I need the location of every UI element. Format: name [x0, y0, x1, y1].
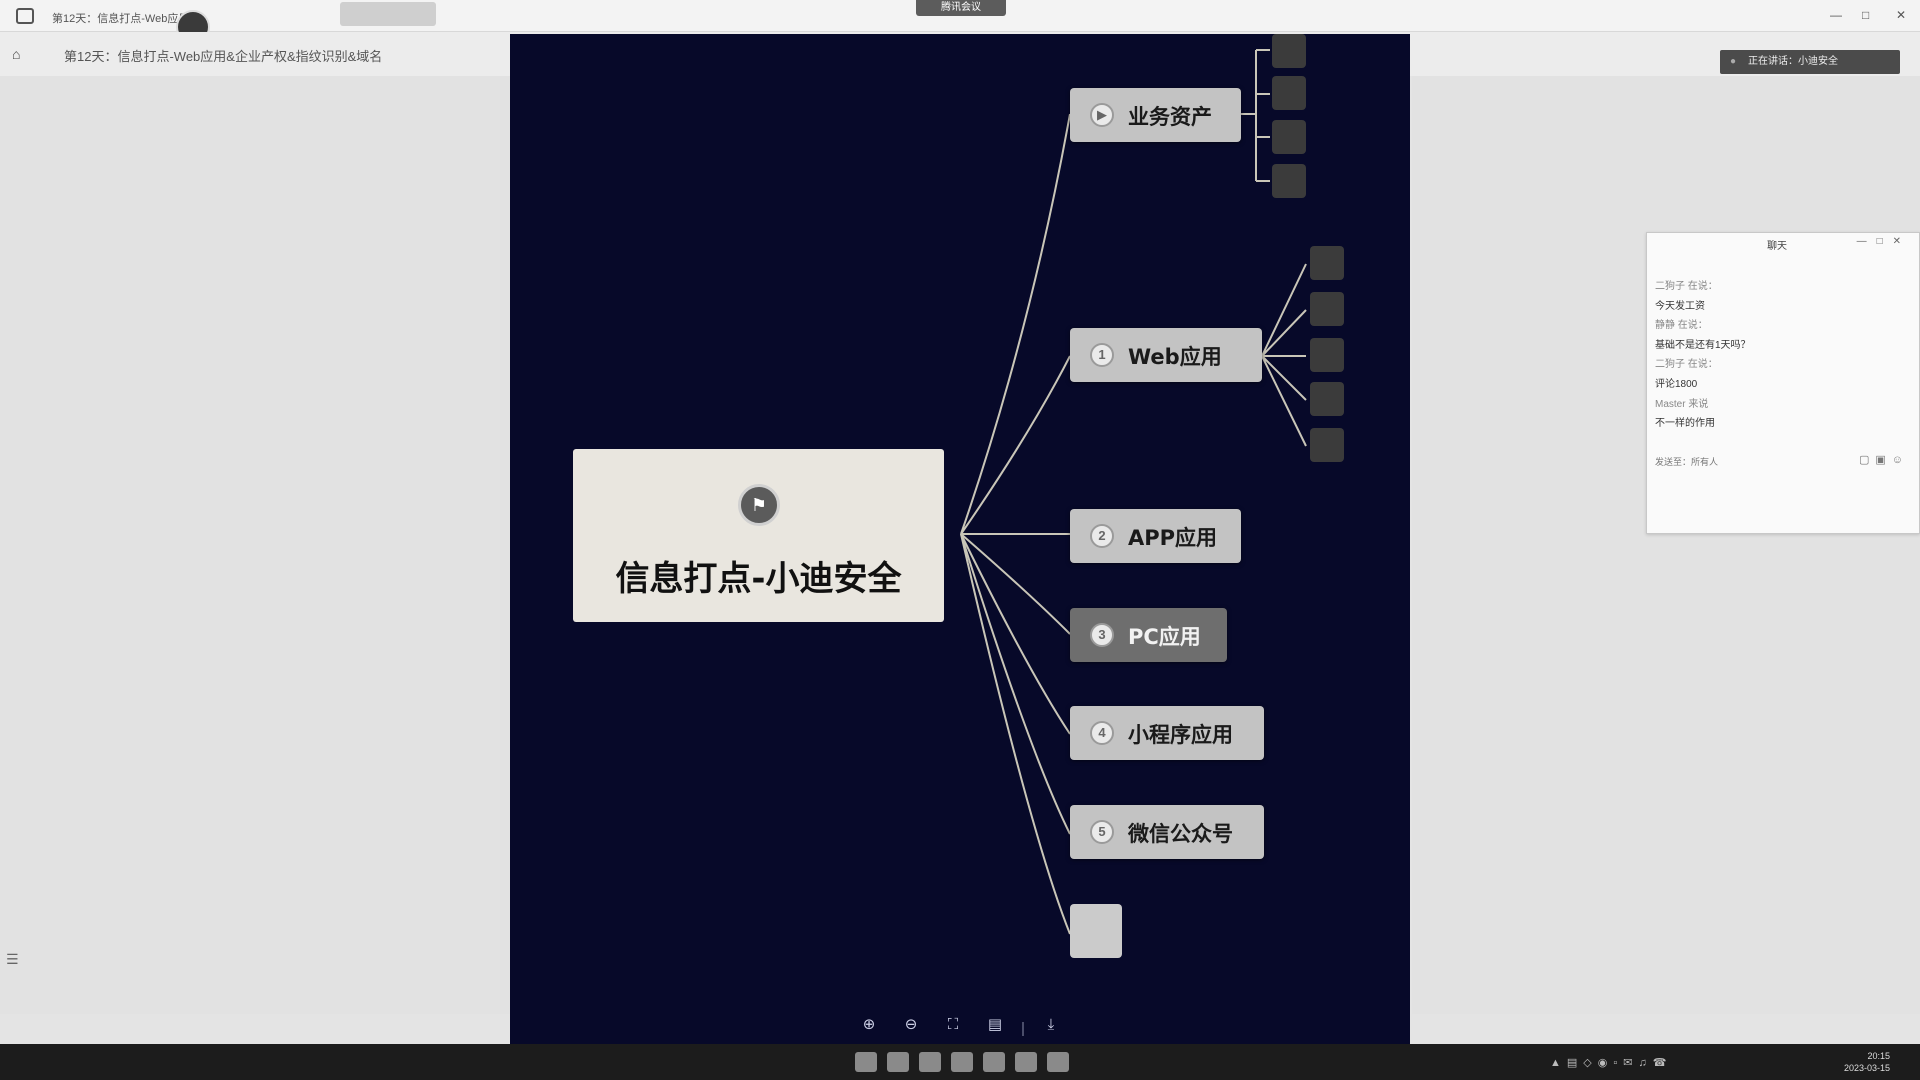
leaf-node[interactable]	[1310, 428, 1344, 462]
chat-window[interactable]: 聊天 —□✕ 二狗子 在说： 今天发工资 静静 在说： 基础不是还有1天吗？ 二…	[1646, 232, 1920, 534]
system-tray[interactable]: ▲▤◇◉▫✉♫☎	[1550, 1057, 1673, 1069]
chat-message: 评论1800	[1655, 378, 1698, 390]
chat-message: 二狗子 在说：	[1655, 281, 1718, 292]
branch-wechat-official[interactable]: 5 微信公众号	[1070, 805, 1264, 859]
branch-number: 4	[1090, 721, 1114, 745]
app-icon[interactable]	[983, 1052, 1005, 1072]
start-icon[interactable]	[855, 1052, 877, 1072]
chat-message: 基础不是还有1天吗？	[1655, 339, 1751, 351]
folder-icon[interactable]	[887, 1052, 909, 1072]
leaf-node[interactable]	[1272, 34, 1306, 68]
branch-label: Web应用	[1128, 345, 1222, 369]
taskbar: ▲▤◇◉▫✉♫☎ 20:15 2023-03-15	[0, 1044, 1920, 1080]
speaking-indicator: 正在讲话：小迪安全	[1720, 50, 1900, 74]
chat-title: 聊天	[1767, 241, 1787, 252]
leaf-node[interactable]	[1272, 76, 1306, 110]
document-title: 第12天：信息打点-Web应用&企业产权&指纹识别&域名	[64, 49, 383, 64]
left-pane: ☰	[0, 76, 510, 1014]
root-node[interactable]: ⚑ 信息打点-小迪安全	[573, 449, 944, 622]
branch-number: 3	[1090, 623, 1114, 647]
flag-icon: ⚑	[738, 484, 780, 526]
title-bar: 第12天：信息打点-Web应用... 腾讯会议 — □ ✕	[0, 0, 1920, 44]
leaf-node[interactable]	[1272, 120, 1306, 154]
chat-window-controls[interactable]: —□✕	[1856, 236, 1911, 247]
shield-icon[interactable]	[1015, 1052, 1037, 1072]
chrome-icon[interactable]	[951, 1052, 973, 1072]
minimize-button[interactable]: —	[1830, 8, 1842, 22]
canvas-toolbar: ⊕ ⊖ ⛶ ▤ ⤓	[510, 1014, 1410, 1044]
chat-messages: 二狗子 在说： 今天发工资 静静 在说： 基础不是还有1天吗？ 二狗子 在说： …	[1655, 277, 1751, 434]
fit-screen-icon[interactable]: ⛶	[947, 1016, 959, 1033]
leaf-node[interactable]	[1310, 246, 1344, 280]
outline-icon[interactable]: ☰	[6, 951, 19, 967]
chat-message: 今天发工资	[1655, 300, 1705, 312]
branch-number: 5	[1090, 820, 1114, 844]
maximize-button[interactable]: □	[1862, 8, 1870, 22]
chat-tools[interactable]: ▢▣☺	[1858, 454, 1909, 466]
leaf-node[interactable]	[1272, 164, 1306, 198]
clock[interactable]: 20:15 2023-03-15	[1844, 1050, 1890, 1074]
branch-web-app[interactable]: 1 Web应用	[1070, 328, 1262, 382]
chat-message: 静静 在说：	[1655, 320, 1708, 332]
branch-pc-app[interactable]: 3 PC应用	[1070, 608, 1227, 662]
leaf-node[interactable]	[1310, 292, 1344, 326]
app-icon[interactable]	[16, 8, 34, 24]
print-icon[interactable]: ▤	[987, 1016, 1003, 1033]
branch-label: PC应用	[1128, 625, 1201, 649]
branch-label: 小程序应用	[1128, 723, 1233, 747]
branch-number: 1	[1090, 343, 1114, 367]
root-title: 信息打点-小迪安全	[615, 559, 902, 599]
branch-label: APP应用	[1128, 526, 1218, 550]
meeting-icon[interactable]	[1047, 1052, 1069, 1072]
chat-message: Master 来说	[1655, 398, 1709, 410]
connector-lines	[960, 49, 1307, 935]
send-to-select[interactable]: 发送至：所有人	[1655, 457, 1719, 467]
mindmap-canvas: ⚑ 信息打点-小迪安全 ▶ 业务资产 1 Web应用 2 APP应用 3 PC应…	[510, 34, 1410, 1044]
clock-date: 2023-03-15	[1843, 1063, 1890, 1073]
zoom-in-icon[interactable]: ⊕	[862, 1016, 876, 1033]
meeting-controls[interactable]	[340, 2, 436, 26]
branch-label: 业务资产	[1128, 105, 1212, 129]
home-icon[interactable]: ⌂	[12, 46, 21, 62]
toolbar-divider	[1022, 1022, 1024, 1036]
branch-number: 2	[1090, 524, 1114, 548]
branch-label: 微信公众号	[1128, 822, 1233, 846]
taskbar-apps	[850, 1052, 1074, 1072]
empty-node[interactable]	[1070, 904, 1122, 958]
zoom-out-icon[interactable]: ⊖	[904, 1016, 918, 1033]
branch-app[interactable]: 2 APP应用	[1070, 509, 1241, 563]
close-button[interactable]: ✕	[1896, 8, 1907, 22]
clock-time: 20:15	[1867, 1051, 1890, 1061]
play-icon: ▶	[1090, 103, 1114, 127]
right-pane	[1412, 76, 1920, 1014]
chat-message: 不一样的作用	[1655, 418, 1715, 430]
chat-message: 二狗子 在说：	[1655, 359, 1718, 371]
download-icon[interactable]: ⤓	[1047, 1016, 1055, 1033]
leaf-node[interactable]	[1310, 338, 1344, 372]
meeting-label[interactable]: 腾讯会议	[916, 0, 1006, 16]
document-tab[interactable]: 第12天：信息打点-Web应用...	[52, 13, 199, 25]
branch-business-assets[interactable]: ▶ 业务资产	[1070, 88, 1241, 142]
browser-icon[interactable]	[919, 1052, 941, 1072]
leaf-node[interactable]	[1310, 382, 1344, 416]
branch-mini-program[interactable]: 4 小程序应用	[1070, 706, 1264, 760]
